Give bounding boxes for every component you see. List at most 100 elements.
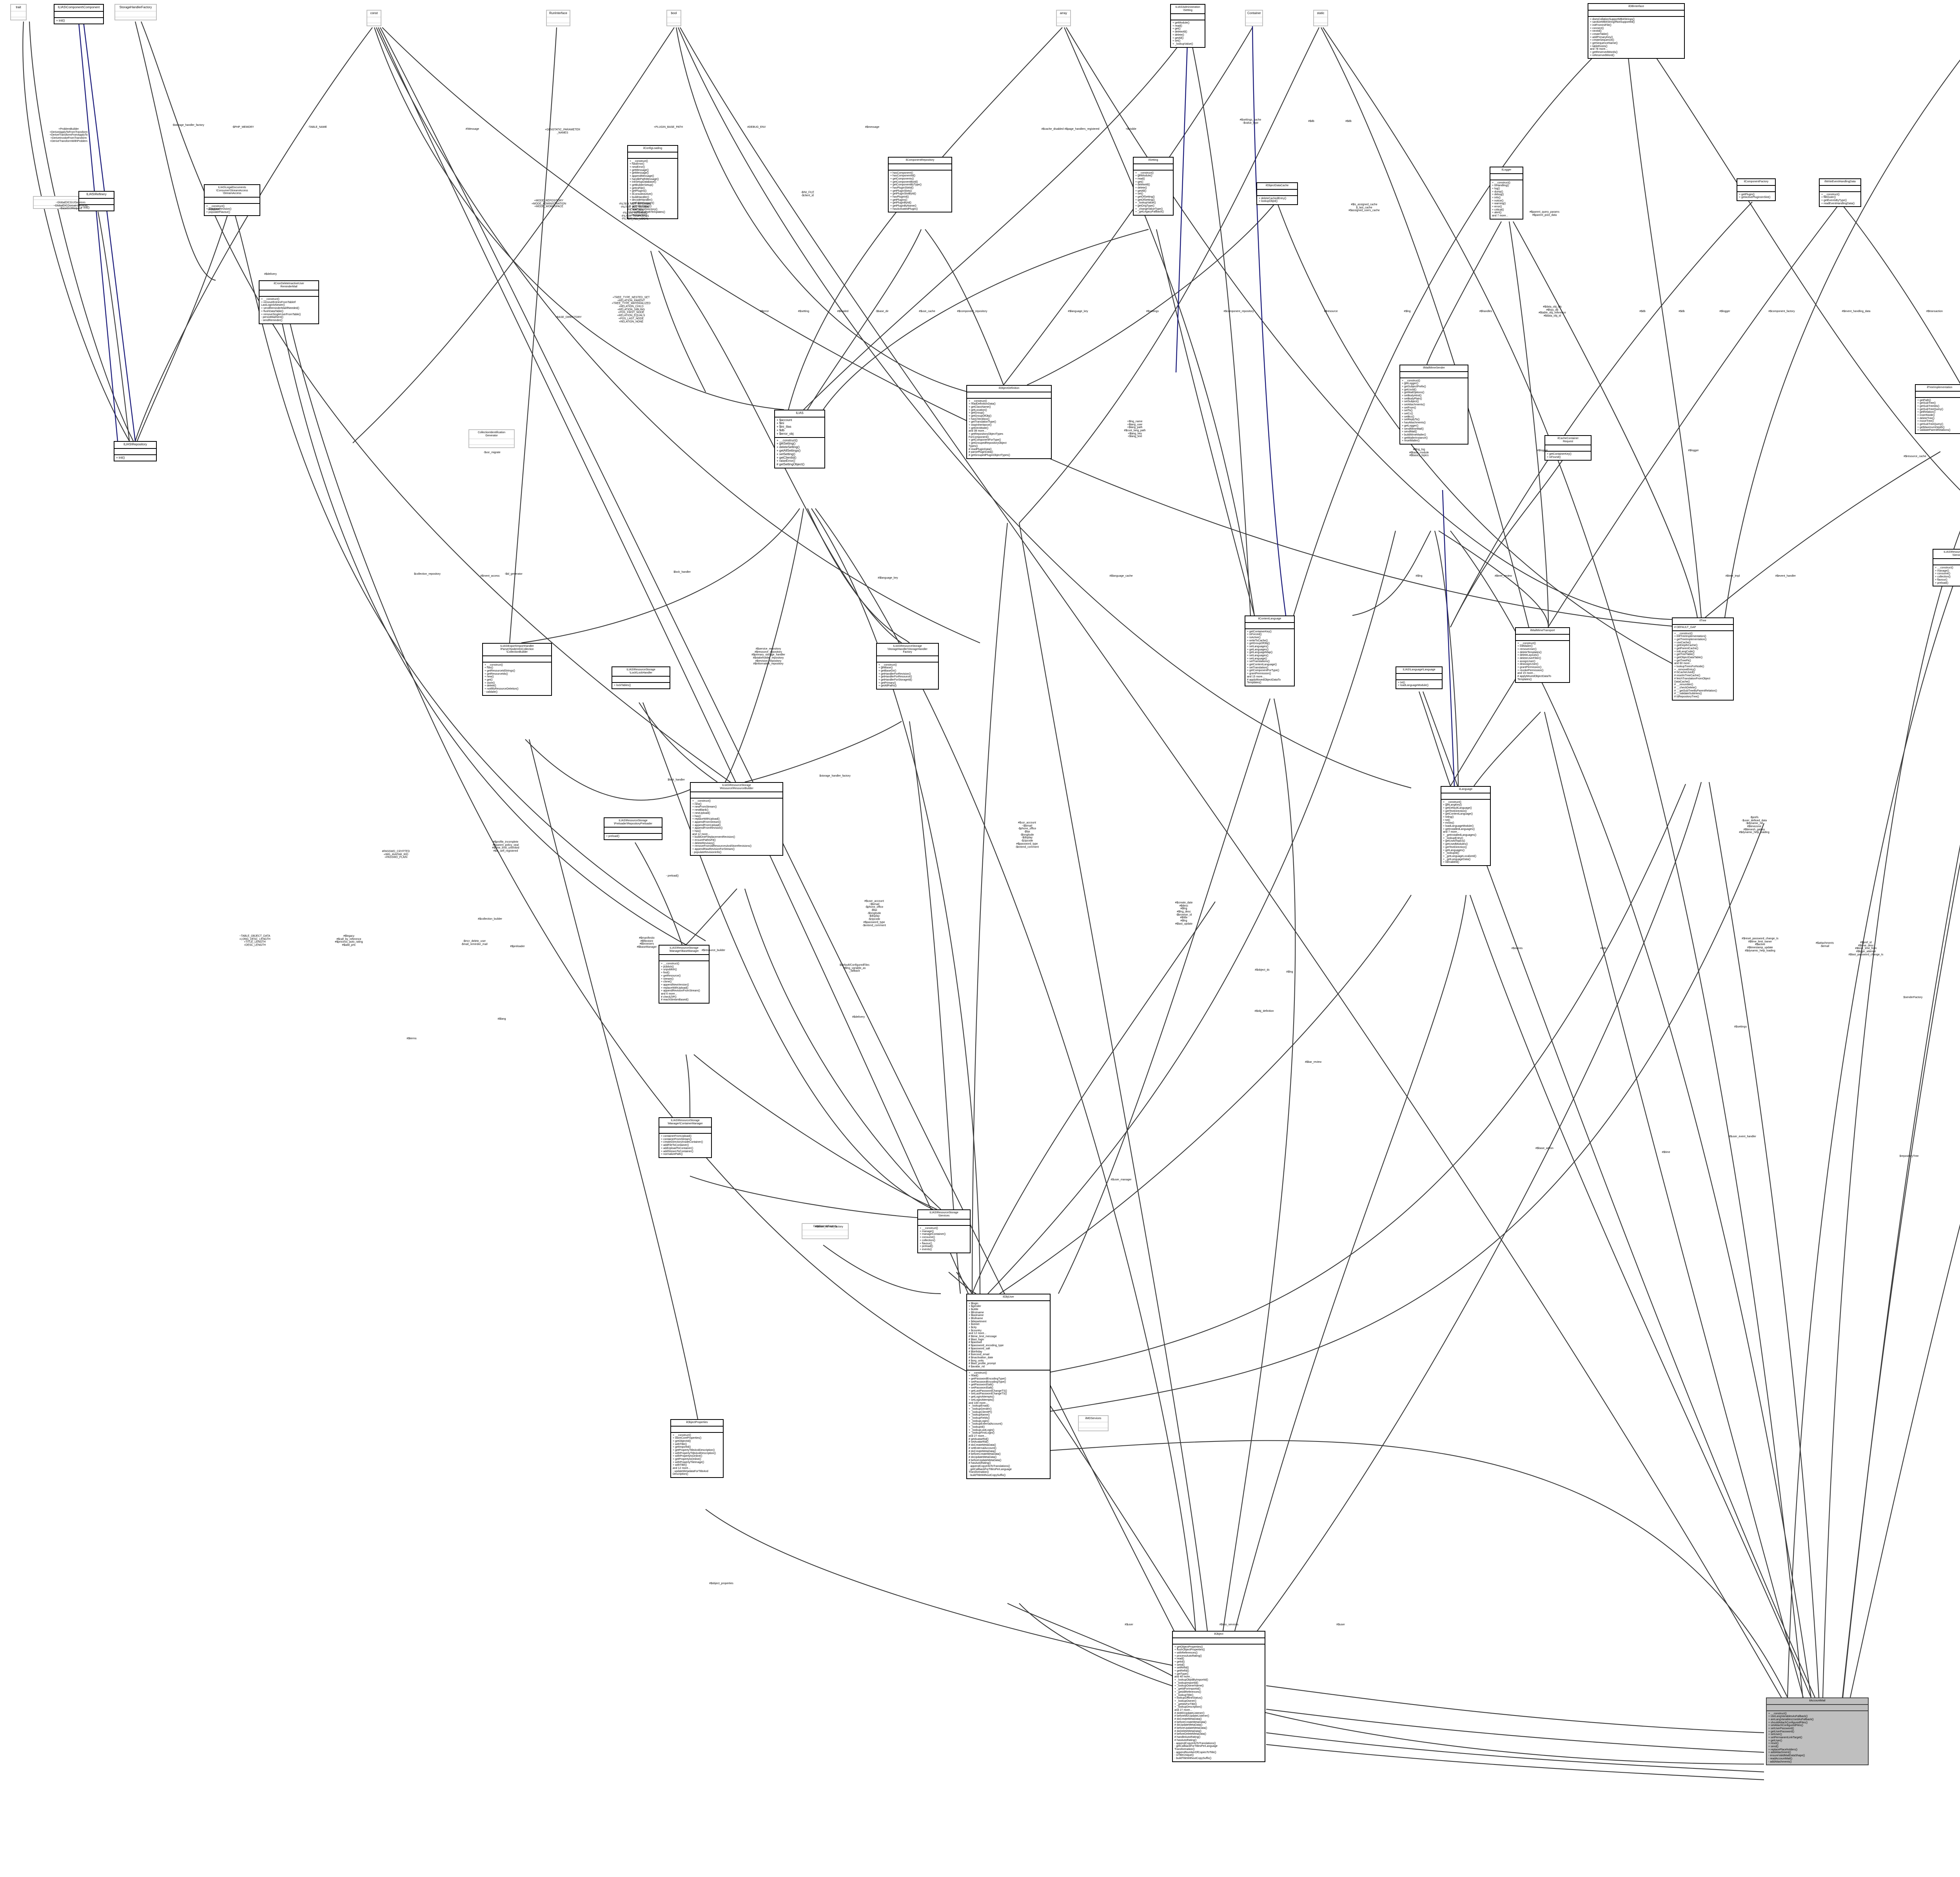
uml-class-operations: + __construct() + isHandling() + log() +…: [1492, 181, 1510, 218]
uml-class-ilobjuser[interactable]: ilObjUser+ $login + $gender + $utitle + …: [966, 1294, 1051, 1479]
uml-class-attributes: [918, 1220, 970, 1226]
uml-class-container[interactable]: Container: [1245, 10, 1263, 26]
uml-class-operations: + hasComponent() + hasComponentId() + ge…: [890, 171, 922, 211]
uml-class-attributes: [1516, 635, 1569, 641]
uml-class-storage_handler_factory[interactable]: StorageHandlerFactory: [114, 4, 157, 20]
uml-class-dateformatfactory[interactable]: DataFormatFactory: [802, 1223, 849, 1239]
uml-class-ilobject[interactable]: ilObject+ getObjectProperties() + flushO…: [1172, 1631, 1265, 1762]
uml-class-run_interface[interactable]: RunInterface: [546, 10, 570, 26]
uml-class-operations: + deleteCachedEntry() + lookupObjId(): [1259, 197, 1287, 203]
uml-class-ilias_resourcestorage_right[interactable]: ILIAS\ResourceStorage \Services+ __const…: [1933, 549, 1960, 587]
uml-class-ilconfigloading[interactable]: ilConfigLoading + __construct() + hasErro…: [627, 145, 678, 219]
uml-class-title: ILIAS\Language\Language: [1396, 667, 1442, 674]
uml-class-static[interactable]: static: [1313, 10, 1328, 26]
uml-class-ilias_language_l[interactable]: ilLanguage+ __construct() + getLangKey()…: [1441, 786, 1491, 866]
uml-class-ilias_resourcestorage_preloader[interactable]: ILIAS\ResourceStorage \Preloader\Reposit…: [604, 817, 662, 840]
uml-class-iltree[interactable]: ilTree# DEFAULT_GAP+ __construct() + ini…: [1672, 617, 1734, 701]
uml-class-operations: + __construct() + getBase() + getBaseDir…: [878, 663, 912, 688]
uml-class-operations: + getObjectProperties() + flushObjectPro…: [1174, 1645, 1218, 1760]
uml-class-illogger[interactable]: ilLogger+ __construct() + isHandling() +…: [1490, 167, 1523, 220]
uml-class-title: ilMailMimeTransport: [1516, 628, 1569, 635]
uml-class-attributes: [1173, 1638, 1265, 1645]
uml-class-attributes: [1490, 174, 1523, 180]
uml-class-ilias_refinery[interactable]: ILIAS\Refinery+ init(): [78, 191, 114, 212]
uml-class-operations: [1057, 23, 1070, 25]
uml-class-iltreeimplementation[interactable]: ilTreeImplementation+ getPath() + getSub…: [1915, 384, 1960, 434]
uml-class-ilias_class[interactable]: ILIAS+ $account + $ini + $ini_ilias + $d…: [774, 410, 825, 468]
uml-class-bool[interactable]: bool: [666, 10, 681, 26]
uml-class-const[interactable]: const: [367, 10, 381, 26]
uml-class-attributes: + $login + $gender + $utitle + $firstnam…: [967, 1301, 1050, 1371]
uml-class-operations: + lockTables(): [614, 684, 631, 687]
uml-class-ilias_resourcestorage_services[interactable]: ILIAS\ResourceStorage \Services+ __const…: [917, 1209, 971, 1253]
uml-class-ilmailmimesender[interactable]: ilMailMimeSender+ __construct() + getLog…: [1399, 365, 1468, 445]
uml-class-title: ilCacheContainer Request: [1545, 436, 1591, 446]
uml-class-attributes: [671, 1427, 723, 1433]
uml-class-operations: + __construct() + publish() + unpublish(…: [661, 962, 700, 1002]
uml-class-trait[interactable]: trait: [10, 4, 27, 20]
uml-class-ilcrondelete_inactive[interactable]: ilCronDeleteInactiveUser ReminderMail+ _…: [259, 280, 319, 324]
uml-class-ilias_administration_setting[interactable]: ILIAS\Administration \Setting+ getModule…: [1170, 4, 1205, 48]
uml-class-attributes: [54, 12, 103, 18]
uml-class-ilias_language_language[interactable]: ILIAS\Language\Language + txt() + loadLan…: [1396, 666, 1443, 689]
uml-class-ilaccountmail[interactable]: ilAccountMail+ __construct() + useLangVa…: [1766, 1697, 1869, 1766]
uml-class-ilias_resourcestorage_manager[interactable]: ILIAS\ResourceStorage \Manager\BaseManag…: [659, 945, 710, 1004]
uml-class-title: trait: [11, 5, 26, 11]
uml-class-ilcollectionidentification[interactable]: CollectionIdentification Generator: [468, 429, 515, 448]
uml-class-title: ilCronDeleteInactiveUser ReminderMail: [260, 281, 318, 291]
uml-class-title: ilComponentRepository: [889, 158, 951, 164]
uml-class-attributes: [1134, 164, 1173, 171]
uml-class-attributes: [877, 656, 938, 663]
uml-class-attributes: [1545, 445, 1591, 452]
uml-class-title: ilMDServices: [1079, 1416, 1108, 1422]
uml-class-operations: + txt() + loadLanguageModule(): [1398, 681, 1429, 687]
uml-class-title: ILIAS\ResourceStorage \Manager\BaseManag…: [659, 946, 709, 955]
uml-class-operations: + __construct() + has() + getResourceIdS…: [485, 663, 519, 693]
uml-class-operations: + __construct() + getLangKey() + getDefa…: [1443, 801, 1477, 864]
uml-class-ilias_resourcestorage_lock[interactable]: ILIAS\ResourceStorage \Lock\LockHandler +…: [612, 666, 670, 689]
uml-class-operations: + __construct() + initMailer() + removeU…: [1517, 642, 1551, 681]
uml-class-operations: [367, 23, 381, 25]
uml-class-ilwriteevent_handling_data[interactable]: ilWriteEventHandlingData+ __construct() …: [1819, 178, 1861, 207]
uml-class-title: ILIAS\ResourceStorage \Resource\Resource…: [691, 783, 782, 793]
uml-class-ilias_resourcestorage_factory[interactable]: ILIAS\ResourceStorage \StorageHandler\St…: [876, 643, 939, 690]
uml-class-title: ilConfigLoading: [628, 146, 677, 152]
uml-class-operations: + __construct() + storeCoreProperties() …: [673, 1434, 716, 1476]
uml-class-ilcontentlanguage[interactable]: ilContentLanguage+ getContainerKey() + i…: [1245, 615, 1295, 686]
uml-class-ildbinterface[interactable]: ilDBInterface + doesCollationSupportMB4St…: [1588, 3, 1685, 59]
uml-class-ilias_resourcestorage_container[interactable]: ILIAS\ResourceStorage \Manager\Container…: [659, 1117, 712, 1158]
uml-class-array_top[interactable]: array: [1056, 10, 1071, 26]
uml-class-operations: [1314, 23, 1327, 25]
uml-class-operations: [547, 23, 570, 25]
uml-class-title: ILIAS\Administration \Setting: [1171, 5, 1205, 15]
uml-class-ilias_resourcestorage_builder[interactable]: ILIAS\ResourceStorage \Resource\Resource…: [690, 782, 783, 856]
uml-class-ilmdservices[interactable]: ilMDServices: [1078, 1415, 1109, 1431]
uml-class-ilmailmimetransport[interactable]: ilMailMimeTransport + __construct() + ini…: [1515, 627, 1570, 683]
uml-class-operations: + __construct() + hasError() + newError(…: [630, 160, 665, 217]
uml-class-global_dic_services[interactable]: [33, 196, 80, 209]
uml-class-ilobjectproperties[interactable]: ilObjectProperties+ __construct() + stor…: [670, 1419, 724, 1478]
uml-class-ilobjectdefinition[interactable]: ilObjectDefinition+ __construct() + read…: [966, 385, 1052, 459]
uml-class-ilias_component_component[interactable]: ILIAS\Component\Component+ init(): [54, 4, 104, 25]
uml-class-ilcomponent_repository[interactable]: ilComponentRepository + hasComponent() + …: [888, 157, 952, 213]
uml-class-ilias_repository[interactable]: ILIAS\Repository+ init(): [114, 441, 157, 462]
uml-class-title: ilAccountMail: [1767, 1698, 1868, 1705]
uml-class-ilsetting_box[interactable]: ilSetting+ __construct() + getModule() +…: [1133, 157, 1174, 216]
uml-class-ilias_legaldocs_streamaccess[interactable]: ILIAS\LegalDocuments \Consumer\StreamAcc…: [204, 184, 260, 216]
uml-class-title: DataFormatFactory: [802, 1224, 848, 1230]
uml-class-title: ILIAS\ResourceStorage \Lock\LockHandler: [612, 667, 670, 677]
uml-class-ilcomponent_factory[interactable]: ilComponentFactory+ getPlugin() + getAct…: [1737, 178, 1776, 201]
uml-class-operations: + getPlugin() + getActivePluginsInSlot(): [1739, 193, 1771, 199]
uml-class-operations: [1079, 1428, 1108, 1430]
uml-class-attributes: [1933, 559, 1960, 566]
uml-class-attributes: [667, 17, 681, 23]
uml-class-title: ilMailMimeSender: [1400, 365, 1468, 372]
uml-class-operations: + doesCollationSupportMB4Strings() + san…: [1590, 18, 1635, 57]
uml-class-title: ilDBInterface: [1588, 4, 1684, 11]
uml-class-ilcachecontainer[interactable]: ilCacheContainer Request+ getContainerKe…: [1544, 435, 1592, 461]
uml-class-ilias_export_importhandler[interactable]: ILIAS\Export\ImportHandler \Parser\NodeI…: [482, 643, 552, 696]
uml-class-attributes: [34, 200, 79, 206]
uml-class-operations: + __construct() + new() + newFromStream(…: [692, 800, 752, 854]
uml-class-ilobjectdatacache[interactable]: ilObjectDataCache+ deleteCachedEntry() +…: [1256, 182, 1298, 205]
